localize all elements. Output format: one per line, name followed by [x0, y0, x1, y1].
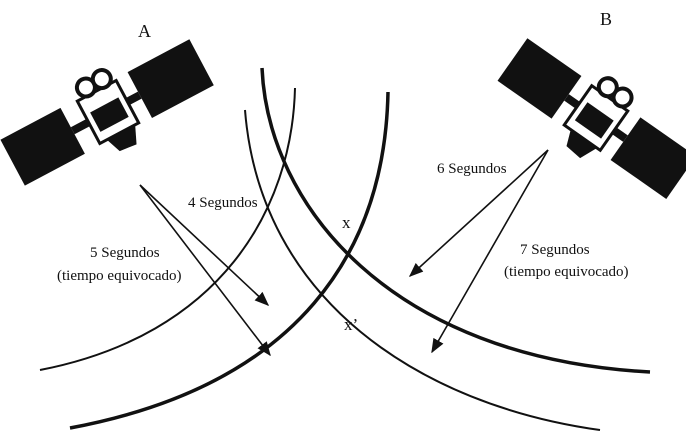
satellite-a-icon [0, 39, 214, 186]
intersection-correct-label: x [342, 213, 351, 232]
arrow-b-wrong [431, 149, 549, 354]
signal-a-correct-label: 4 Segundos [188, 195, 258, 211]
signal-b-wrong-label-line2: (tiempo equivocado) [504, 264, 629, 280]
signal-a-wrong-label-line1: 5 Segundos [90, 245, 160, 261]
signal-a-wrong-label-line2: (tiempo equivocado) [57, 268, 182, 284]
satellite-b-icon [497, 38, 686, 199]
signal-b-correct-label: 6 Segundos [437, 161, 507, 177]
arrow-a-correct [139, 184, 270, 306]
range-arc-b-correct [260, 67, 651, 374]
satellite-a-label: A [138, 21, 151, 41]
intersection-wrong-label: x’ [344, 315, 358, 334]
arrow-b-correct [408, 149, 549, 277]
satellite-b-label: B [600, 9, 612, 29]
range-arc-a-correct [39, 87, 296, 371]
range-arc-a-wrong [69, 91, 390, 430]
range-arc-b-wrong [244, 109, 601, 431]
arrow-a-wrong [139, 184, 271, 357]
signal-b-wrong-label-line1: 7 Segundos [520, 242, 590, 258]
